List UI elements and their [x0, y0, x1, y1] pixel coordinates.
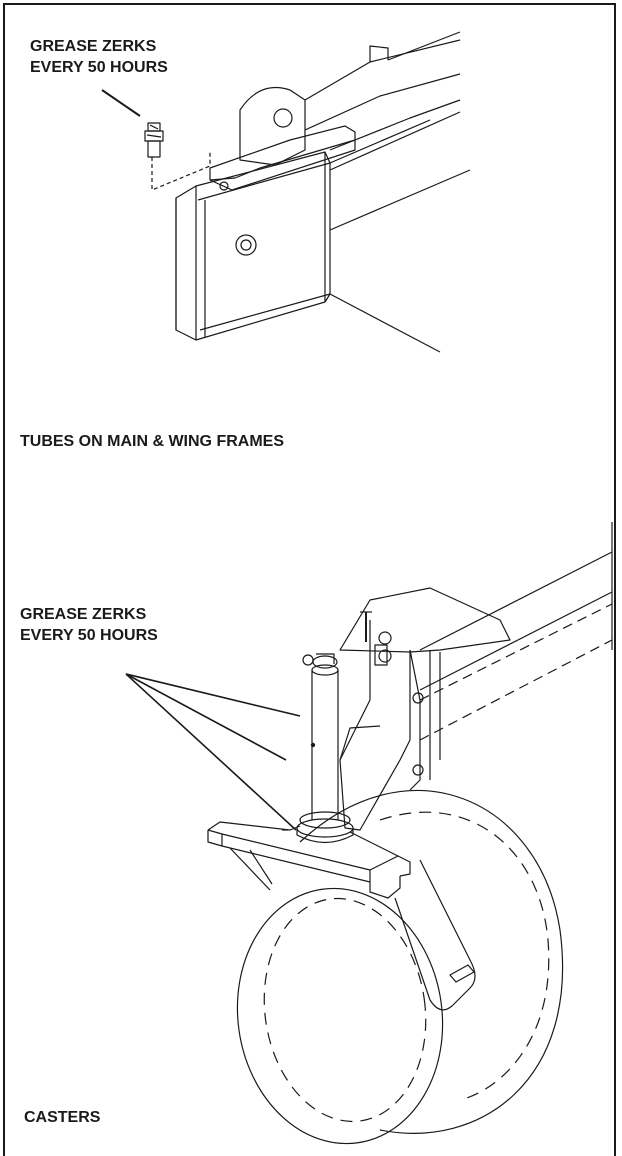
- page-frame: [3, 3, 616, 1156]
- frame-tube-drawing: [101, 31, 471, 353]
- caster-zerk-label-line2: EVERY 50 HOURS: [20, 627, 158, 644]
- zerk-leader-line: [101, 89, 141, 117]
- clevis-bracket: [209, 86, 356, 191]
- tube-zerk-label-line2: EVERY 50 HOURS: [30, 59, 168, 76]
- zerk-placement-guide: [151, 150, 211, 191]
- bolt-icon: [235, 234, 257, 256]
- caster-zerk-leaders: [125, 673, 301, 831]
- caster-zerk-label: GREASE ZERKS EVERY 50 HOURS: [20, 604, 158, 646]
- tubes-caption: TUBES ON MAIN & WING FRAMES: [20, 433, 284, 450]
- caster-wheel: [236, 789, 564, 1145]
- grease-zerk-icon: [144, 122, 164, 158]
- tube-zerk-label-line1: GREASE ZERKS: [30, 38, 157, 55]
- caster-mount-bracket: [339, 587, 511, 831]
- casters-caption: CASTERS: [24, 1109, 101, 1126]
- caster-spindle: [296, 653, 354, 844]
- main-frame-tube: [175, 111, 471, 353]
- wing-tube: [419, 522, 613, 741]
- upper-rails: [304, 31, 461, 151]
- caster-fork: [207, 821, 476, 1011]
- tube-zerk-label: GREASE ZERKS EVERY 50 HOURS: [30, 36, 168, 78]
- caster-zerk-label-line1: GREASE ZERKS: [20, 606, 147, 623]
